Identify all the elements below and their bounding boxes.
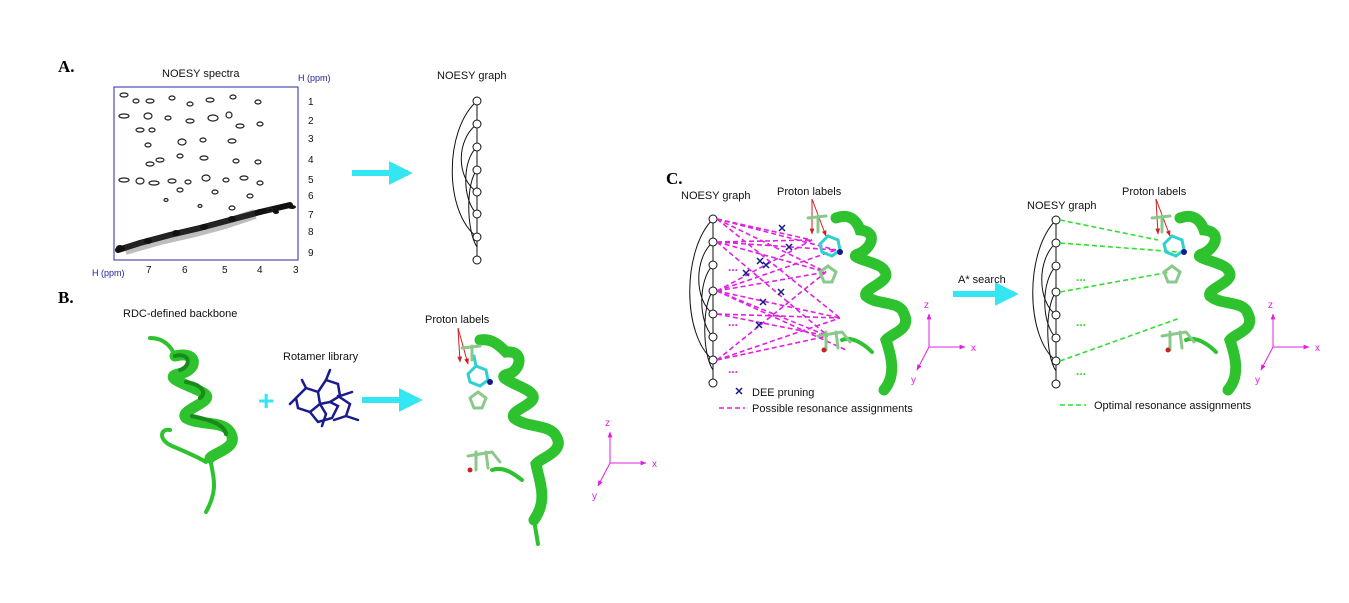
y-tick: 1 (308, 97, 314, 108)
noesy-spectra-title: NOESY spectra (162, 68, 240, 80)
a-star-search-label: A* search (958, 274, 1006, 286)
axis-z-label-b: z (605, 418, 610, 429)
proton-labels-c-right: Proton labels (1122, 186, 1187, 198)
noesy-graph-a (451, 96, 482, 265)
dee-pruning-marks (742, 224, 793, 329)
x-tick: 3 (293, 265, 299, 276)
spectrum-diagonal-peaks (116, 205, 296, 251)
x-tick: 7 (146, 265, 152, 276)
noesy-graph-c-left (689, 214, 718, 388)
noesy-graph-title-c-right: NOESY graph (1027, 200, 1097, 212)
axis-y-label-c-left: y (911, 375, 916, 386)
y-tick: 7 (308, 210, 314, 221)
optimal-assignment-edges (1059, 219, 1181, 362)
protein-with-labels-c-left (806, 211, 912, 396)
y-tick: 5 (308, 175, 314, 186)
panel-b-letter: B. (58, 288, 74, 307)
y-tick: 4 (308, 155, 314, 166)
ellipsis-c-left-2: ... (728, 315, 738, 329)
axis-x-label-b: x (652, 459, 657, 470)
proton-arrow-b-2 (457, 327, 469, 365)
coordinate-axes-b: z x y (592, 418, 657, 502)
panel-a: A. NOESY spectra H (ppm) H (ppm) (58, 57, 507, 278)
spectrum-x-ticks: 7 6 5 4 3 (146, 265, 299, 276)
protein-with-labels-c-right (1150, 211, 1256, 396)
proton-labels-c-left: Proton labels (777, 186, 842, 198)
ellipsis-c-right-2: ... (1076, 315, 1086, 329)
coordinate-axes-c-right: z x y (1255, 300, 1320, 386)
axis-y-b (597, 462, 611, 487)
y-tick: 8 (308, 227, 314, 238)
coordinate-axes-c-left: z x y (911, 300, 976, 386)
y-tick: 9 (308, 248, 314, 259)
spectrum-cross-peaks (118, 92, 274, 213)
panel-b: B. RDC-defined backbone Rotamer library … (58, 288, 657, 546)
plus-sign: + (258, 385, 274, 416)
y-tick: 3 (308, 134, 314, 145)
x-tick: 4 (257, 265, 263, 276)
spectra-axis-h-top: H (ppm) (298, 73, 331, 83)
x-tick: 5 (222, 265, 228, 276)
x-tick: 6 (182, 265, 188, 276)
spectrum-y-ticks: 1 2 3 4 5 6 7 8 9 (308, 97, 314, 259)
proton-labels-b: Proton labels (425, 314, 490, 326)
legend-possible-label: Possible resonance assignments (752, 403, 913, 415)
noesy-graph-title-a: NOESY graph (437, 70, 507, 82)
panel-c-letter: C. (666, 169, 683, 188)
axis-y-c-left (916, 346, 930, 371)
protein-with-labels-b (460, 334, 564, 546)
rotamer-library-label: Rotamer library (283, 351, 359, 363)
proton-arrow-b-1 (457, 327, 463, 363)
y-tick: 2 (308, 116, 314, 127)
legend-c-right: Optimal resonance assignments (1060, 400, 1252, 412)
axis-z-label-c-left: z (924, 300, 929, 311)
backbone-label: RDC-defined backbone (123, 308, 237, 320)
possible-assignment-edges (716, 218, 847, 361)
panel-c: C. NOESY graph Proton labels (666, 169, 1320, 415)
axis-z-label-c-right: z (1268, 300, 1273, 311)
panel-a-letter: A. (58, 57, 75, 76)
noesy-graph-title-c-left: NOESY graph (681, 190, 751, 202)
rotamer-library-cluster (288, 368, 360, 428)
ellipsis-c-right-1: ... (1076, 270, 1086, 284)
legend-c-left: DEE pruning Possible resonance assignmen… (719, 387, 913, 415)
axis-y-label-c-right: y (1255, 375, 1260, 386)
spectrum-frame (113, 86, 299, 261)
legend-optimal-label: Optimal resonance assignments (1094, 400, 1252, 412)
y-tick: 6 (308, 191, 314, 202)
noesy-spectrum-plot (113, 86, 299, 261)
ellipsis-c-right-3: ... (1076, 364, 1086, 378)
protein-backbone-b (148, 336, 238, 514)
ellipsis-c-left-3: ... (728, 362, 738, 376)
axis-x-label-c-right: x (1315, 343, 1320, 354)
ellipsis-c-left-1: ... (728, 260, 738, 274)
legend-dee-label: DEE pruning (752, 387, 814, 399)
noesy-graph-c-right (1032, 215, 1061, 389)
spectra-axis-h-bottom: H (ppm) (92, 268, 125, 278)
axis-x-label-c-left: x (971, 343, 976, 354)
axis-y-label-b: y (592, 491, 597, 502)
axis-y-c-right (1260, 346, 1274, 371)
legend-dee-marker (735, 387, 743, 395)
